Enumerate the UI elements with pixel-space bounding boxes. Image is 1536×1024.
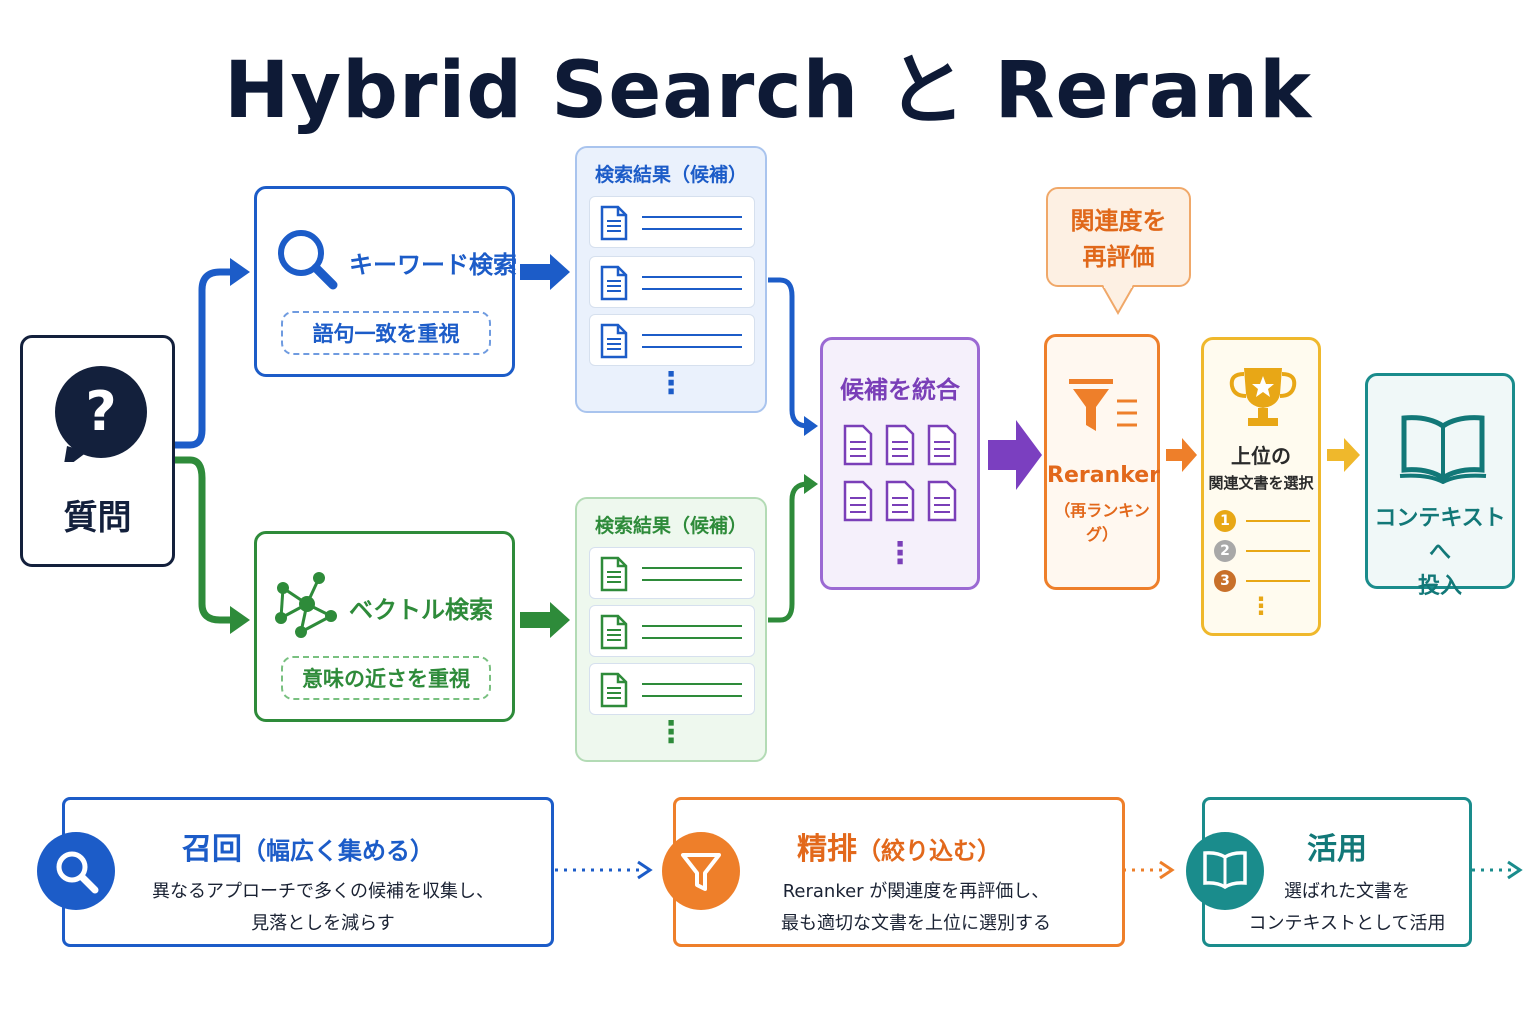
document-icon	[600, 614, 628, 650]
list-item	[589, 196, 755, 248]
keyword-results-title: 検索結果（候補）	[594, 164, 747, 186]
document-icon	[600, 672, 628, 708]
rerank-bubble-text: 関連度を 再評価	[1048, 203, 1189, 275]
page-title: Hybrid Search と Rerank	[224, 46, 1312, 136]
recall-desc-line-2: 見落としを減らす	[251, 913, 395, 934]
more-indicator: ⋮	[656, 715, 686, 750]
use-card: 活用 選ばれた文書を コンテキストとして活用	[1202, 797, 1472, 947]
merge-box: 候補を統合 ⋮	[820, 337, 980, 590]
list-item	[589, 256, 755, 308]
rerank-bubble: 関連度を 再評価	[1046, 187, 1191, 287]
question-box: ? 質問	[20, 335, 175, 567]
document-icon	[600, 556, 628, 592]
reranker-to-top-arrow	[1166, 438, 1197, 472]
bubble-line-2: 再評価	[1082, 243, 1155, 271]
reranker-box: Reranker （再ランキング）	[1044, 334, 1160, 590]
rerank-title-sub: （絞り込む）	[857, 837, 1001, 865]
results-vector-to-merge-connector	[768, 481, 809, 623]
rank-item: 3	[1214, 570, 1314, 594]
list-item	[589, 314, 755, 366]
question-label: 質問	[63, 498, 132, 538]
bubble-line-1: 関連度を	[1070, 207, 1167, 235]
recall-title: 召回（幅広く集める）	[65, 824, 551, 868]
rerank-card-title: 精排（絞り込む）	[676, 824, 1122, 868]
more-indicator: ⋮	[885, 536, 915, 571]
arrowhead-vector	[230, 606, 250, 634]
results-keyword-to-merge-connector	[768, 277, 809, 429]
rank-badge: 1	[1214, 510, 1236, 532]
use-desc-line-2: コンテキストとして活用	[1248, 913, 1446, 934]
document-grid-icon	[843, 424, 957, 522]
reranker-title: Reranker	[1047, 463, 1161, 488]
svg-text:?: ?	[85, 380, 116, 443]
question-to-vector-connector	[175, 456, 236, 624]
vector-results-title: 検索結果（候補）	[594, 515, 747, 537]
top-subtitle: 関連文書を選択	[1208, 474, 1314, 492]
keyword-to-results-arrow	[520, 254, 570, 290]
vector-search-desc: 意味の近さを重視	[281, 656, 491, 700]
reranker-subtitle: （再ランキング）	[1054, 501, 1150, 544]
keyword-results-panel: 検索結果（候補） ⋮	[575, 146, 767, 413]
document-icon	[600, 205, 628, 241]
rerank-badge	[662, 832, 740, 910]
network-nodes-icon	[275, 572, 337, 638]
filter-list-icon	[1069, 379, 1137, 431]
magnifier-icon	[56, 851, 99, 894]
document-icon	[600, 265, 628, 301]
vector-search-title: ベクトル検索	[349, 596, 493, 624]
use-desc-line-1: 選ばれた文書を	[1284, 881, 1410, 902]
magnifier-icon	[278, 230, 338, 290]
context-box: コンテキストへ 投入	[1365, 373, 1515, 599]
more-indicator: ⋮	[656, 366, 686, 401]
arrowhead-keyword	[230, 258, 250, 286]
keyword-search-box: キーワード検索 語句一致を重視	[254, 186, 517, 377]
use-desc: 選ばれた文書を コンテキストとして活用	[1205, 876, 1469, 940]
rank-badge: 2	[1214, 540, 1236, 562]
rank-item: 2	[1214, 540, 1314, 564]
open-book-icon	[1203, 851, 1247, 890]
recall-desc: 異なるアプローチで多くの候補を収集し、 見落としを減らす	[65, 876, 551, 940]
list-item	[589, 605, 755, 657]
rerank-title-main: 精排	[797, 832, 857, 867]
vector-search-box: ベクトル検索 意味の近さを重視	[254, 531, 515, 722]
arrowhead-merge-green	[804, 474, 818, 494]
context-title-line-2: 投入	[1417, 574, 1462, 599]
use-title: 活用	[1307, 832, 1367, 867]
top-to-context-arrow	[1327, 438, 1360, 472]
rerank-desc-line-1: Reranker が関連度を再評価し、	[782, 881, 1050, 902]
context-title-line-1: コンテキストへ	[1374, 506, 1506, 565]
recall-title-sub: （幅広く集める）	[242, 837, 434, 865]
arrowhead-merge-blue	[804, 416, 818, 436]
keyword-search-desc: 語句一致を重視	[281, 311, 491, 355]
vector-to-results-arrow	[520, 602, 570, 638]
trophy-icon	[1229, 368, 1297, 426]
top-results-box: 上位の 関連文書を選択 1 2 3 ⋮	[1201, 337, 1321, 636]
list-item	[589, 547, 755, 599]
rerank-desc: Reranker が関連度を再評価し、 最も適切な文書を上位に選別する	[676, 876, 1122, 940]
open-book-icon	[1399, 415, 1487, 484]
rank-badge: 3	[1214, 570, 1236, 592]
rerank-desc-line-2: 最も適切な文書を上位に選別する	[781, 913, 1051, 934]
document-icon	[600, 323, 628, 359]
merge-title: 候補を統合	[840, 376, 960, 404]
list-item	[589, 663, 755, 715]
recall-desc-line-1: 異なるアプローチで多くの候補を収集し、	[152, 881, 494, 902]
question-bubble-icon: ?	[55, 366, 147, 462]
rank-item: 1	[1214, 510, 1314, 534]
bubble-tail	[1102, 285, 1134, 315]
question-to-keyword-connector	[175, 268, 236, 449]
recall-badge	[37, 832, 115, 910]
more-indicator: ⋮	[1249, 592, 1273, 620]
recall-card: 召回（幅広く集める） 異なるアプローチで多くの候補を収集し、 見落としを減らす	[62, 797, 554, 947]
vector-results-panel: 検索結果（候補） ⋮	[575, 497, 767, 762]
top-title: 上位の	[1231, 444, 1291, 468]
recall-title-main: 召回	[182, 832, 242, 867]
keyword-search-title: キーワード検索	[349, 251, 517, 279]
use-badge	[1186, 832, 1264, 910]
context-title: コンテキストへ 投入	[1368, 502, 1512, 604]
merge-to-reranker-arrow	[988, 420, 1042, 490]
rerank-card: 精排（絞り込む） Reranker が関連度を再評価し、 最も適切な文書を上位に…	[673, 797, 1125, 947]
funnel-icon	[681, 853, 721, 891]
